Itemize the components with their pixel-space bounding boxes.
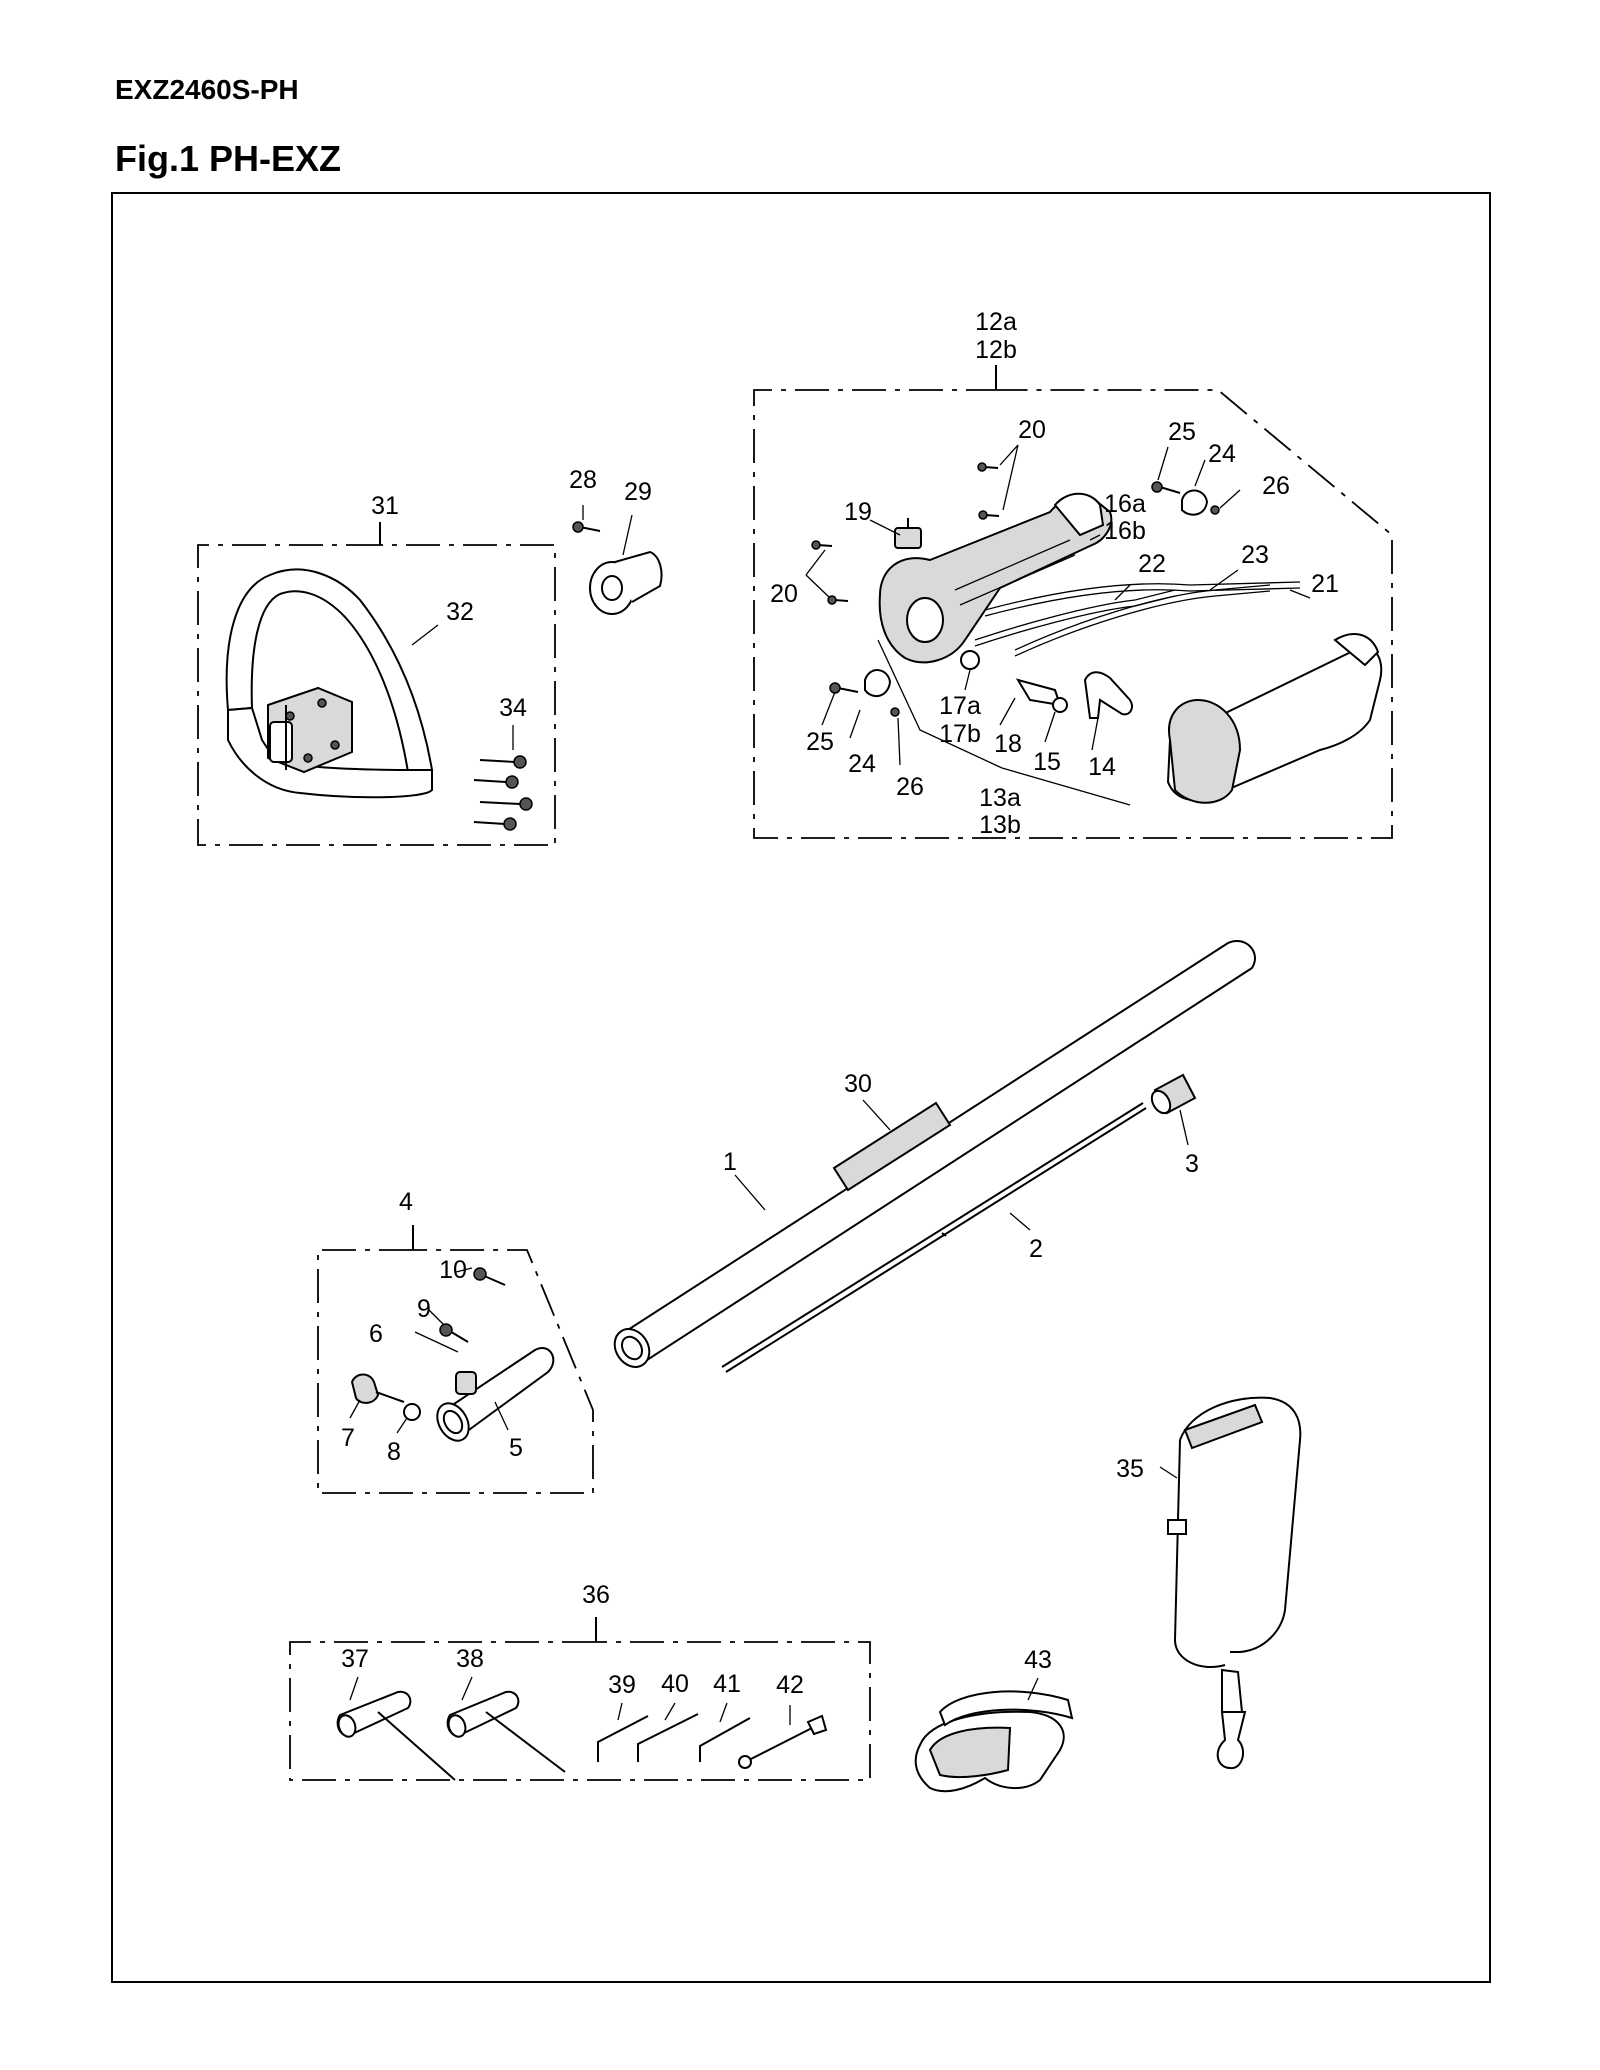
callout-25-top: 25 [1168, 418, 1196, 446]
box-wrench-37 [336, 1690, 456, 1781]
spanner-42 [738, 1714, 828, 1769]
group-12-rear-handle-box [753, 365, 1393, 839]
stop-wire-22 [974, 589, 1176, 647]
bolt-9 [439, 1323, 469, 1343]
screw-28 [572, 521, 601, 533]
callout-17b: 17b [939, 720, 981, 748]
callout-17a: 17a [939, 692, 981, 720]
callout-3: 3 [1185, 1150, 1199, 1178]
callout-6: 6 [369, 1320, 383, 1348]
bolt-10 [473, 1267, 506, 1286]
front-handle [225, 568, 434, 799]
hex-key-39 [597, 1715, 649, 1762]
cable-clamp-29 [589, 550, 663, 615]
drive-shaft-2 [721, 1102, 1147, 1373]
knob-bolt-7 [350, 1373, 405, 1404]
callout-36: 36 [582, 1581, 610, 1609]
callout-30: 30 [844, 1070, 872, 1098]
callout-37: 37 [341, 1645, 369, 1673]
callout-7: 7 [341, 1424, 355, 1452]
spring-15 [1052, 697, 1068, 713]
bushing-3 [1150, 1073, 1197, 1115]
callout-22: 22 [1138, 550, 1166, 578]
callout-5: 5 [509, 1434, 523, 1462]
spring-17 [960, 650, 980, 670]
callout-26-top: 26 [1262, 472, 1290, 500]
callout-16a: 16a [1104, 490, 1146, 518]
callout-25-bottom: 25 [806, 728, 834, 756]
hex-key-40 [637, 1713, 699, 1762]
callout-19: 19 [844, 498, 872, 526]
trigger-14 [1083, 671, 1133, 719]
callout-21: 21 [1311, 570, 1339, 598]
screws-20 [811, 462, 1000, 605]
bolts-34 [473, 755, 533, 831]
label-30 [832, 1101, 952, 1192]
callout-1: 1 [723, 1148, 737, 1176]
callout-8: 8 [387, 1438, 401, 1466]
figure-title: Fig.1 PH-EXZ [115, 138, 342, 179]
cable-clamp-24-lower [829, 669, 900, 717]
cable-clamp-24-upper [1151, 481, 1220, 516]
callout-26-bottom: 26 [896, 773, 924, 801]
callout-24-bottom: 24 [848, 750, 876, 778]
callout-20-top: 20 [1018, 416, 1046, 444]
throttle-cable-21 [984, 581, 1301, 617]
washer-8 [403, 1403, 421, 1421]
callout-15: 15 [1033, 748, 1061, 776]
callout-41: 41 [713, 1670, 741, 1698]
callout-4: 4 [399, 1188, 413, 1216]
callout-43: 43 [1024, 1646, 1052, 1674]
diagram-frame [111, 192, 1491, 1983]
callout-38: 38 [456, 1645, 484, 1673]
goggles-43 [914, 1690, 1074, 1793]
callout-34: 34 [499, 694, 527, 722]
wire-23 [1014, 584, 1271, 657]
callout-35: 35 [1116, 1455, 1144, 1483]
callout-42: 42 [776, 1671, 804, 1699]
callout-12b: 12b [975, 336, 1017, 364]
callout-10: 10 [439, 1256, 467, 1284]
clamp-body-5 [436, 1347, 555, 1442]
model-number: EXZ2460S-PH [115, 74, 299, 105]
switch-19 [894, 518, 922, 549]
callout-23: 23 [1241, 541, 1269, 569]
callout-12a: 12a [975, 308, 1017, 336]
callout-14: 14 [1088, 753, 1116, 781]
handle-housing-half [878, 492, 1113, 664]
group-36-tool-box [289, 1617, 871, 1781]
callout-29: 29 [624, 478, 652, 506]
callout-13b: 13b [979, 811, 1021, 839]
callout-18: 18 [994, 730, 1022, 758]
callout-20-left: 20 [770, 580, 798, 608]
callout-16b: 16b [1104, 517, 1146, 545]
callout-32: 32 [446, 598, 474, 626]
group-31-handle-box [197, 522, 556, 846]
callout-9: 9 [417, 1295, 431, 1323]
main-pipe-1 [613, 940, 1256, 1368]
hex-key-41 [699, 1717, 751, 1762]
group-4-clamp-box [317, 1225, 594, 1494]
callout-40: 40 [661, 1670, 689, 1698]
callout-31: 31 [371, 492, 399, 520]
callout-13a: 13a [979, 784, 1021, 812]
callout-24-top: 24 [1208, 440, 1236, 468]
callout-labels: 12a 12b 20 25 24 26 19 16a 16b 22 23 21 … [341, 308, 1339, 1699]
handle-grip [1166, 633, 1383, 804]
shoulder-strap-35 [1167, 1396, 1302, 1770]
callout-28: 28 [569, 466, 597, 494]
callout-2: 2 [1029, 1235, 1043, 1263]
callout-39: 39 [608, 1671, 636, 1699]
box-wrench-38 [446, 1690, 566, 1773]
